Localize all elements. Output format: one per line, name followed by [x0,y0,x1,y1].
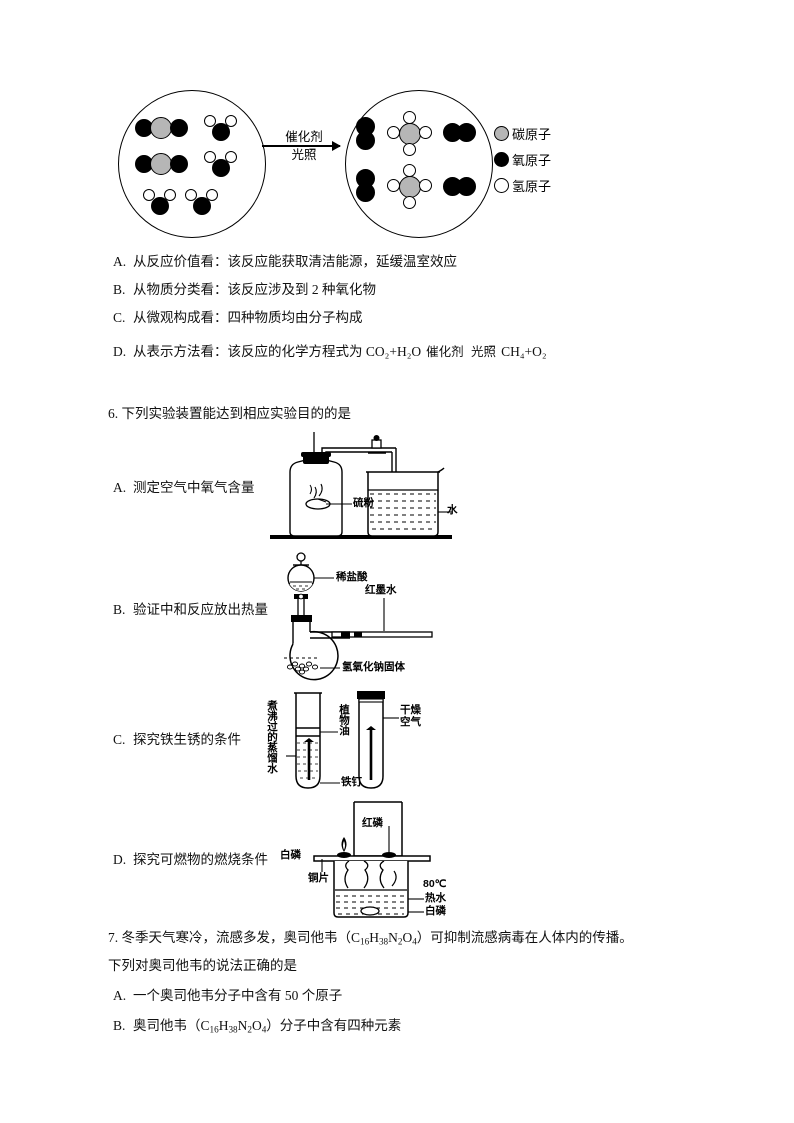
q7-stem-part-e: ）可抑制流感病毒在人体内的传播。 [416,930,633,945]
q7-sub-n: 2 [397,936,403,947]
carbon-atom-icon [494,125,509,141]
q6-stem: 6. 下列实验装置能达到相应实验目的的是 [108,406,351,421]
q6-figure-a-label-sulfur: 硫粉 [353,497,374,509]
q6-figure-b-label-sodium-hydroxide-solid: 氢氧化钠固体 [342,661,405,673]
atom-legend: 碳原子 氧原子 氢原子 [494,120,551,198]
q6-figure-d-label-copper-plate: 铜片 [308,872,329,884]
oxygen-atom-icon [494,151,509,167]
q7-option-b-sub-o: 4 [261,1024,267,1035]
q7-sub-c: 16 [360,936,370,947]
q6-figure-b-neutralization-heat-apparatus: 稀盐酸 红墨水 氢氧化钠固体 [272,552,437,684]
q6-figure-d-label-red-phosphorus: 红磷 [362,817,383,829]
legend-label-hydrogen: 氢原子 [512,178,552,194]
q6-option-a[interactable]: A. 测定空气中氧气含量 [113,478,255,498]
q6-figure-d-combustion-conditions-apparatus: 白磷 红磷 铜片 80℃ 热水 白磷 [280,798,477,920]
legend-item-hydrogen: 氢原子 [494,172,551,198]
q7-sub-h: 38 [378,936,389,947]
product-container-circle [345,90,493,238]
q5-option-b[interactable]: B. 从物质分类看：该反应涉及到 2 种氧化物 [113,280,376,300]
q6-figure-c-label-boiled-distilled-water: 煮沸过的蒸馏水 [266,700,279,774]
q5-equation-catalyst: 催化剂 [426,344,464,359]
legend-label-carbon: 碳原子 [512,126,552,142]
q6-figure-d-label-hot-water: 热水 [425,892,446,904]
q5-option-a-letter: A. [113,254,127,269]
q6-option-c-text: 探究铁生锈的条件 [133,732,241,747]
q5-option-c[interactable]: C. 从微观构成看：四种物质均由分子构成 [113,308,363,328]
q5-option-c-text: 从微观构成看：四种物质均由分子构成 [133,310,363,325]
q5-microscopic-diagram: 催化剂 光照 [0,88,794,238]
q5-option-d-prefix: 从表示方法看：该反应的化学方程式为 [133,344,366,359]
q5-option-b-letter: B. [113,282,126,297]
q5-option-d-letter: D. [113,344,127,359]
q7-option-a-letter: A. [113,988,127,1003]
q7-option-b-sub-c: 16 [209,1024,219,1035]
hydrogen-atom-icon [494,177,509,193]
q6-option-a-text: 测定空气中氧气含量 [133,480,255,495]
q7-option-b-sub-n: 2 [247,1024,252,1035]
q6-figure-c-label-iron-nail: 铁钉 [341,776,362,788]
q7-option-b-h: H [218,1018,229,1033]
q5-option-b-text: 从物质分类看：该反应涉及到 2 种氧化物 [133,282,376,297]
q7-option-b-prefix: 奥司他韦（C [133,1018,210,1033]
q5-option-a[interactable]: A. 从反应价值看：该反应能获取清洁能源，延缓温室效应 [113,252,457,272]
q5-option-d[interactable]: D. 从表示方法看：该反应的化学方程式为 CO₂+H₂O 催化剂 光照 CH₄+O… [113,342,547,363]
q7-option-a-text: 一个奥司他韦分子中含有 50 个原子 [133,988,343,1003]
q5-equation-left: CO₂+H₂O [365,344,422,359]
q6-figure-b-label-red-ink: 红墨水 [365,584,397,596]
q7-stem-line1: 7. 冬季天气寒冷，流感多发，奥司他韦（C16H38N2O4）可抑制流感病毒在人… [108,928,633,949]
q7-option-b-sub-h: 38 [228,1024,238,1035]
q7-option-a[interactable]: A. 一个奥司他韦分子中含有 50 个原子 [113,986,342,1006]
q6-option-d-letter: D. [113,852,127,867]
reactant-container-circle [118,90,266,238]
q6-option-b-text: 验证中和反应放出热量 [133,602,268,617]
q6-figure-d-label-white-phosphorus-bottom: 白磷 [425,905,446,917]
q6-figure-d-label-temperature: 80℃ [423,878,447,890]
q7-stem-part-c: N [388,930,398,945]
q5-option-a-text: 从反应价值看：该反应能获取清洁能源，延缓温室效应 [133,254,457,269]
arrow-condition-catalyst: 催化剂 [285,130,323,144]
q6-option-c-letter: C. [113,732,126,747]
q6-figure-c-label-vegetable-oil: 植物油 [338,704,351,736]
q5-equation-light: 光照 [471,344,497,359]
q7-stem-line2: 下列对奥司他韦的说法正确的是 [108,958,297,973]
q6-figure-d-label-white-phosphorus-top: 白磷 [280,849,301,861]
q7-option-b-n: N [237,1018,248,1033]
q6-option-b-letter: B. [113,602,126,617]
q7-option-b-suffix: ）分子中含有四种元素 [266,1018,402,1033]
q6-figure-a-label-water: 水 [447,504,458,516]
q6-option-c[interactable]: C. 探究铁生锈的条件 [113,730,241,750]
legend-label-oxygen: 氧原子 [512,152,552,168]
reaction-arrow-group: 催化剂 光照 [262,130,346,162]
q7-sub-o: 4 [412,936,417,947]
q6-option-a-letter: A. [113,480,127,495]
q5-option-c-letter: C. [113,310,126,325]
q6-figure-b-label-dilute-hydrochloric-acid: 稀盐酸 [336,571,368,583]
q6-option-b[interactable]: B. 验证中和反应放出热量 [113,600,268,620]
q7-option-b-letter: B. [113,1018,126,1033]
q6-figure-c-iron-rust-apparatus: 煮沸过的蒸馏水 植物油 铁钉 干燥空气 [266,688,441,800]
q6-option-d[interactable]: D. 探究可燃物的燃烧条件 [113,850,268,870]
q5-equation-right: CH₄+O₂ [501,344,547,359]
q7-stem-part-b: H [369,930,379,945]
q6-figure-c-label-dry-air: 干燥空气 [400,704,421,729]
q7-stem-part-d: O [402,930,413,945]
q7-option-b[interactable]: B. 奥司他韦（C16H38N2O4）分子中含有四种元素 [113,1016,401,1037]
arrow-condition-light: 光照 [291,147,317,162]
reaction-arrow-icon [262,142,341,150]
q7-stem-part-a: 7. 冬季天气寒冷，流感多发，奥司他韦（C [108,930,361,945]
legend-item-carbon: 碳原子 [494,120,551,146]
q7-option-b-o: O [251,1018,262,1033]
q6-figure-a-oxygen-content-apparatus: 硫粉 水 [268,432,458,544]
q5-equation-conditions: 催化剂 光照 [424,342,498,362]
q6-option-d-text: 探究可燃物的燃烧条件 [133,852,268,867]
legend-item-oxygen: 氧原子 [494,146,551,172]
